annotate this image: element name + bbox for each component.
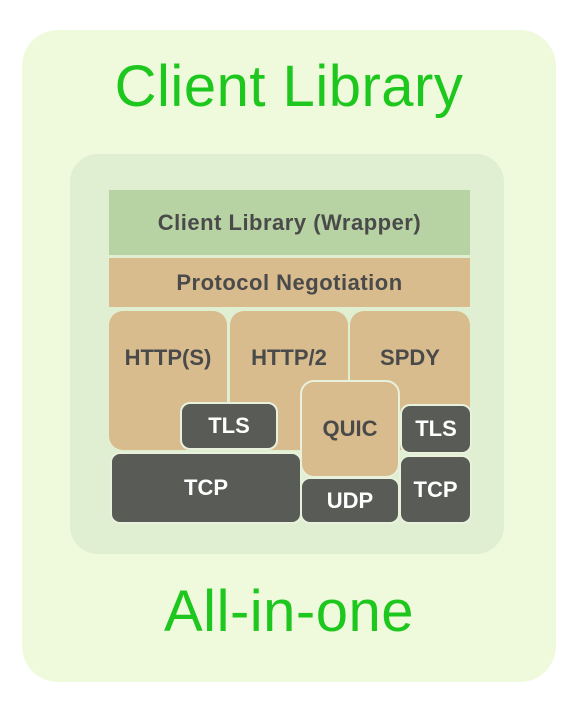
tcp-left-block: TCP [110,452,302,524]
diagram-title: Client Library [114,54,464,119]
protocol-negotiation-layer: Protocol Negotiation [109,258,470,307]
diagram-subtitle: All-in-one [164,579,414,644]
tcp-right-block: TCP [399,455,472,524]
udp-block: UDP [300,477,400,524]
tls-left-block: TLS [180,402,278,450]
quic-block: QUIC [300,380,400,478]
wrapper-layer: Client Library (Wrapper) [109,190,470,255]
tls-right-block: TLS [400,404,472,454]
